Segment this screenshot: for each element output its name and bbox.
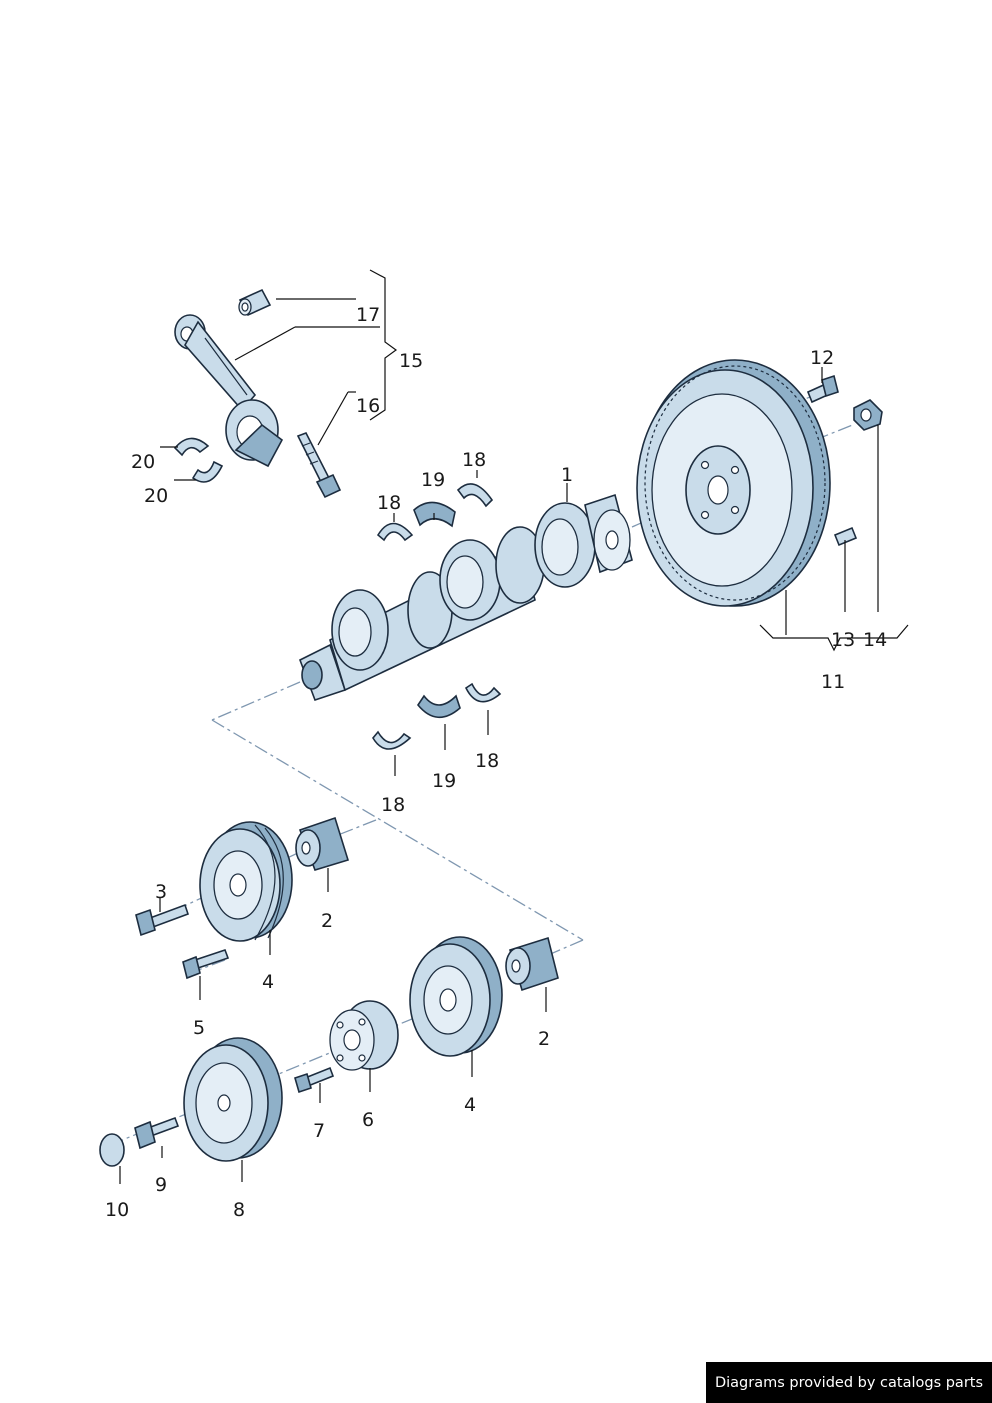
callout-12: 12 [810,347,834,369]
callout-2a: 2 [321,910,333,932]
callout-1: 1 [561,464,573,486]
callouts: 17 15 16 20 20 1 19 18 18 12 13 14 11 19… [105,304,887,1221]
callout-3: 3 [155,881,167,903]
bolt-part-16 [296,432,342,499]
callout-16: 16 [356,395,380,417]
lower-pulley-assembly [99,936,559,1167]
callout-15: 15 [399,350,423,372]
callout-9: 9 [155,1174,167,1196]
leader-lines [119,269,909,1184]
callout-18b: 18 [377,492,401,514]
small-parts-flywheel [806,374,883,547]
connecting-rod-part-15 [174,314,284,468]
callout-10: 10 [105,1199,129,1221]
callout-2b: 2 [538,1028,550,1050]
crankshaft-part-1 [298,493,633,702]
callout-18d: 18 [381,794,405,816]
callout-14: 14 [863,629,887,651]
bushing-part-17 [238,288,272,317]
bearings-upper [376,483,494,542]
callout-5: 5 [193,1017,205,1039]
callout-18a: 18 [462,449,486,471]
callout-20a: 20 [131,451,155,473]
credit-banner: Diagrams provided by catalogs parts [706,1362,992,1403]
bearings-lower [372,682,502,750]
callout-19a: 19 [421,469,445,491]
bearing-shells-part-20 [173,437,224,483]
callout-8: 8 [233,1199,245,1221]
callout-17: 17 [356,304,380,326]
callout-4a: 4 [262,971,274,993]
callout-6: 6 [362,1109,374,1131]
callout-13: 13 [831,629,855,651]
callout-4b: 4 [464,1094,476,1116]
callout-18c: 18 [475,750,499,772]
callout-20b: 20 [144,485,168,507]
flywheel-part-11 [636,359,831,607]
callout-11: 11 [821,671,845,693]
callout-19b: 19 [432,770,456,792]
callout-7: 7 [313,1120,325,1142]
upper-pulley-assembly [135,816,350,980]
